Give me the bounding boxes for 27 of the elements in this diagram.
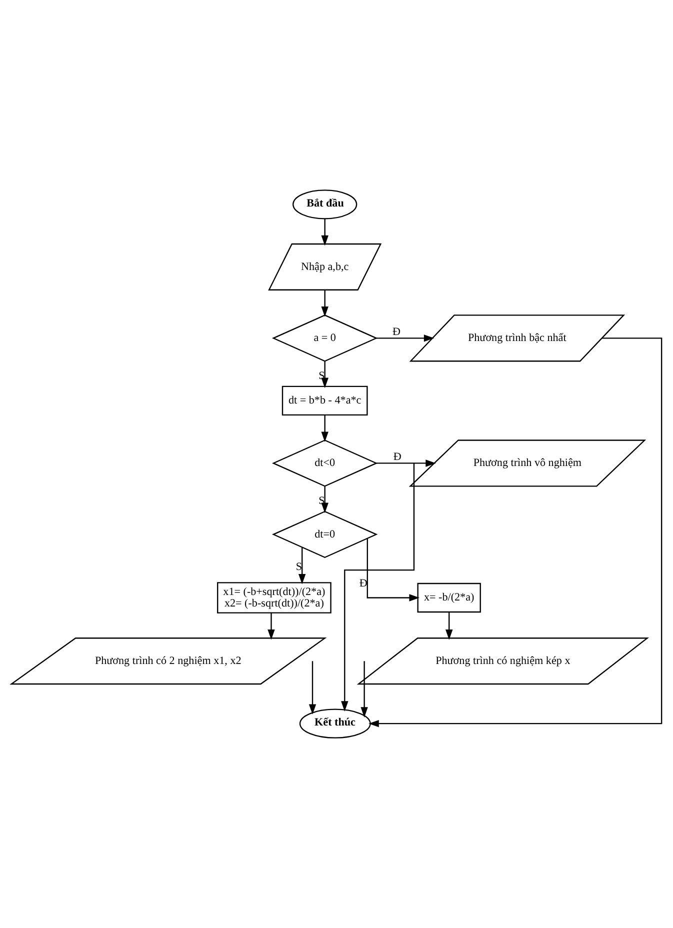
edge-label: Đ xyxy=(359,577,368,590)
arrow xyxy=(308,661,316,715)
arrow xyxy=(360,661,368,718)
arrow xyxy=(268,613,275,640)
arrow xyxy=(446,612,453,640)
node-diamond: dt=0 xyxy=(272,510,378,558)
edge-label: S xyxy=(296,560,302,573)
arrow xyxy=(376,460,436,467)
arrow xyxy=(321,361,328,388)
arrow xyxy=(341,463,415,712)
node-box: dt = b*b - 4*a*c xyxy=(282,386,368,416)
node-box: x1= (-b+sqrt(dt))/(2*a) x2= (-b-sqrt(dt))/(2*a) xyxy=(217,582,332,614)
arrow xyxy=(298,547,306,584)
edge-label: Đ xyxy=(392,326,400,338)
arrow xyxy=(321,486,328,514)
arrow xyxy=(321,290,328,317)
node-box: x= -b/(2*a) xyxy=(417,582,481,613)
node-ellipse: Bắt đầu xyxy=(292,190,358,220)
arrow xyxy=(368,338,662,728)
arrow xyxy=(366,538,420,602)
node-diamond: dt<0 xyxy=(272,440,378,487)
arrow xyxy=(376,334,434,342)
arrow xyxy=(321,218,328,246)
arrow xyxy=(321,415,328,442)
node-diamond: a = 0 xyxy=(272,314,378,362)
edge-label: Đ xyxy=(393,451,402,464)
node-ellipse: Kết thúc xyxy=(299,708,371,738)
